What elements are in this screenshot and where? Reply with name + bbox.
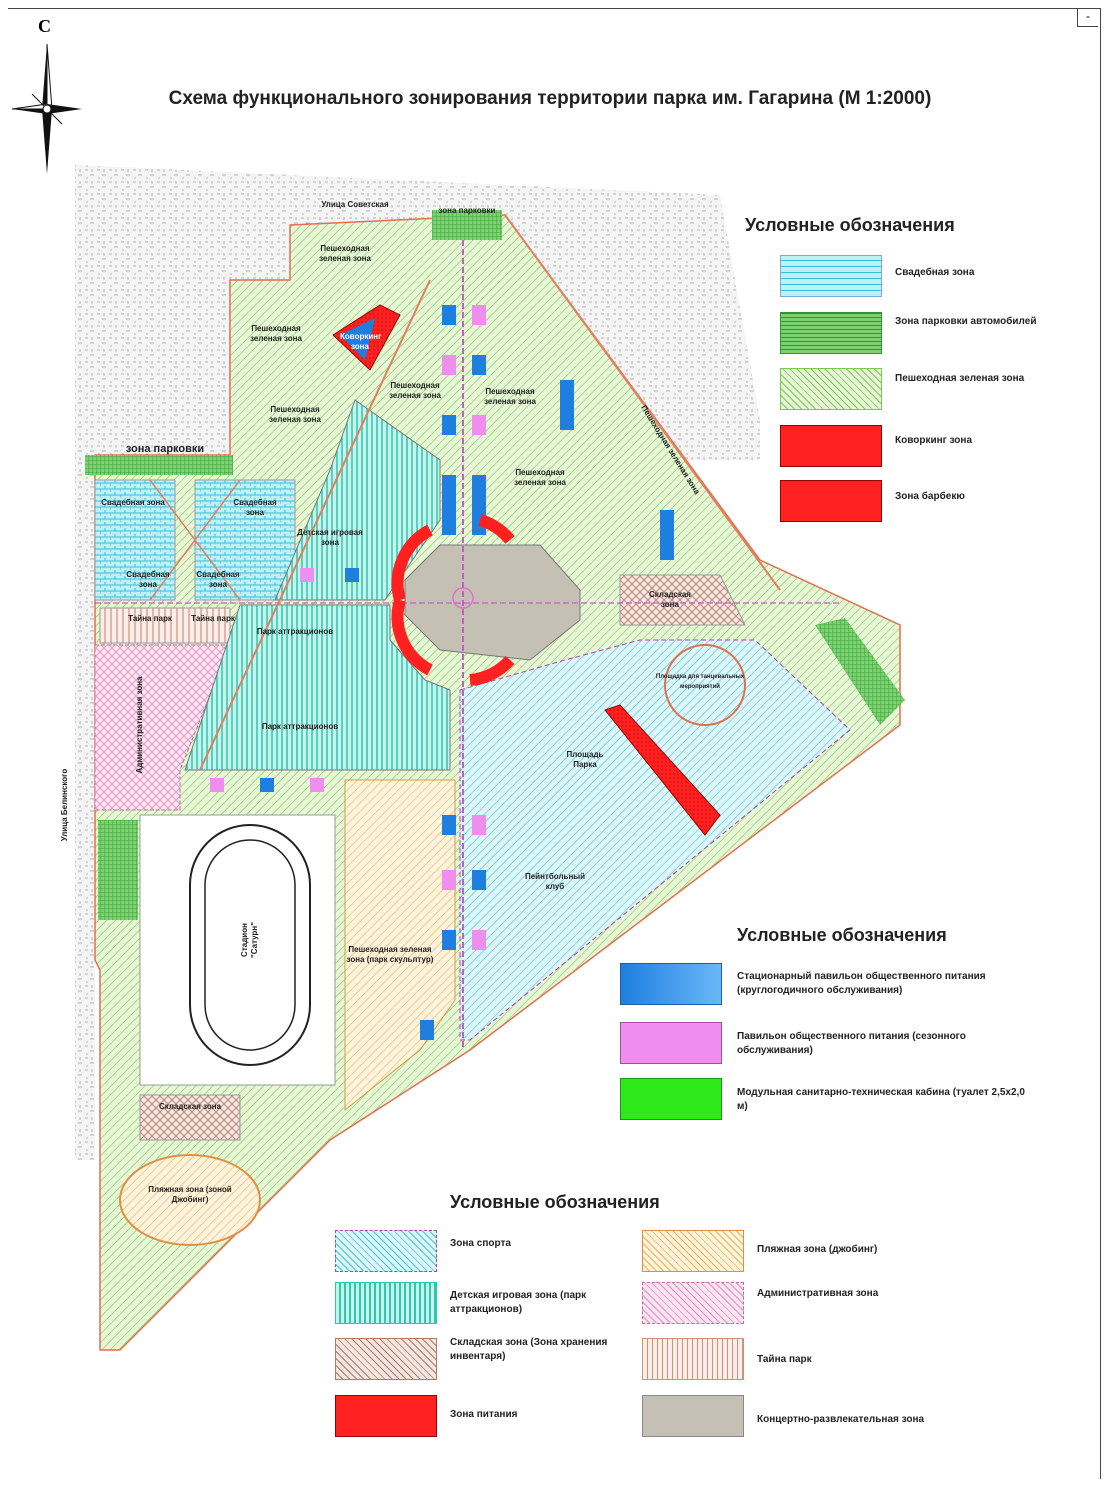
- beach-zone: [119, 1154, 261, 1246]
- label-green-2: Пешеходная зеленая зона: [250, 324, 302, 343]
- legend-swatch-sport: [335, 1230, 437, 1272]
- legend-swatch-bbq: [780, 480, 882, 522]
- kids-zone: [274, 399, 441, 601]
- legend-label-toilet: Модульная санитарно-техническая кабина (…: [737, 1087, 1025, 1112]
- label-wedding-2: Свадебная зона: [233, 498, 277, 517]
- legend-swatch-toilet: [620, 1078, 722, 1120]
- label-green-6: Пешеходная зеленая зона: [514, 468, 566, 487]
- label-secret-2: Тайна парк: [191, 614, 235, 623]
- label-paintball: Пейнтбольный клуб: [524, 872, 586, 891]
- legend-swatch-green: [780, 368, 882, 410]
- legend-label-storage: Складская зона (Зона хранения инвентаря): [450, 1337, 608, 1362]
- label-storage-2: Складская зона: [158, 1102, 222, 1111]
- park-attractions: [184, 604, 451, 771]
- label-coworking: Коворкинг зона: [340, 332, 382, 351]
- legend-label-admin: Административная зона: [757, 1288, 879, 1299]
- north-letter: С: [38, 16, 51, 36]
- legend-label-stationary: Стационарный павильон общественного пита…: [737, 971, 986, 996]
- legend-swatch-coworking: [780, 425, 882, 467]
- label-dance: Площадка для танцевальных мероприятий: [655, 674, 745, 690]
- legend-label-wedding: Свадебная зона: [895, 267, 975, 278]
- label-parking-left: зона парковки: [125, 443, 205, 455]
- legend-swatch-storage: [335, 1338, 437, 1380]
- wedding-zone-a: [94, 479, 176, 601]
- label-street-left: Улица Белинского: [60, 768, 69, 842]
- label-street-top: Улица Советская: [321, 200, 389, 209]
- label-wedding-1: Свадебная зона: [101, 498, 165, 507]
- parking-right: [815, 618, 905, 725]
- pavilions: [210, 305, 674, 1040]
- label-storage: Складская зона: [649, 590, 691, 609]
- parking-left: [85, 455, 233, 475]
- north-arrow-icon: [11, 14, 82, 174]
- legend-label-parking: Зона парковки автомобилей: [895, 316, 1037, 327]
- label-park-attr-1: Парк аттракционов: [256, 627, 334, 636]
- legend-label-sport: Зона спорта: [450, 1238, 511, 1249]
- legend-label-concert: Концертно-развлекательная зона: [757, 1414, 925, 1425]
- legend-label-kids: Детская игровая зона (парк аттракционов): [450, 1290, 587, 1315]
- legend-swatch-admin: [642, 1282, 744, 1324]
- label-kids-zone: Детская игровая зона: [297, 528, 363, 547]
- label-green-1: Пешеходная зеленая зона: [319, 244, 371, 263]
- legend-swatch-kids: [335, 1282, 437, 1324]
- food-zone-stripe: [604, 704, 721, 836]
- legend-label-food: Зона питания: [450, 1409, 518, 1420]
- legend-label-green: Пешеходная зеленая зона: [895, 373, 1025, 384]
- label-secret-1: Тайна парк: [128, 614, 172, 623]
- legend-label-bbq: Зона барбекю: [895, 491, 965, 502]
- parking-bottom-left: [98, 820, 138, 920]
- legend-swatch-stationary: [620, 963, 722, 1005]
- label-green-4: Пешеходная зеленая зона: [389, 381, 441, 400]
- legend-top-title: Условные обозначения: [745, 215, 955, 235]
- legend-swatch-parking: [780, 312, 882, 354]
- legend-swatch-concert: [642, 1395, 744, 1437]
- label-parking-top: зона парковки: [438, 206, 496, 215]
- legend-swatch-secret: [642, 1338, 744, 1380]
- secret-park: [99, 607, 231, 644]
- legend-label-beach: Пляжная зона (джобинг): [757, 1244, 878, 1255]
- parking-top: [432, 210, 502, 240]
- label-park-attr-2: Парк аттракционов: [261, 722, 339, 731]
- storage-zone: [619, 574, 746, 626]
- label-square: Площадь Парка: [566, 750, 604, 769]
- label-wedding-4: Свадебная зона: [196, 570, 240, 589]
- stadium: [139, 814, 336, 1086]
- sheet-border: [8, 8, 1101, 1479]
- sport-zone: [459, 639, 851, 1041]
- label-stadium: Стадион "Сатурн": [240, 921, 259, 959]
- label-sculpt: Пешеходная зеленая зона (парк скульптур): [346, 945, 434, 964]
- label-wedding-3: Свадебная зона: [126, 570, 170, 589]
- storage-bottom: [139, 1094, 241, 1141]
- label-beach: Пляжная зона (зоной Джобинг): [148, 1185, 232, 1204]
- page-title: Схема функционального зонирования террит…: [168, 88, 932, 109]
- legend-label-secret: Тайна парк: [757, 1354, 812, 1365]
- legend-swatch-wedding: [780, 255, 882, 297]
- legend-label-seasonal: Павильон общественного питания (сезонног…: [737, 1031, 966, 1056]
- corner-mark: -: [1077, 8, 1098, 27]
- legend-mid-title: Условные обозначения: [737, 925, 947, 945]
- admin-zone: [94, 644, 231, 811]
- label-green-5: Пешеходная зеленая зона: [484, 387, 536, 406]
- legend-swatch-food: [335, 1395, 437, 1437]
- label-green-3: Пешеходная зеленая зона: [269, 405, 321, 424]
- label-admin: Административная зона: [135, 676, 144, 774]
- legend-bottom-title: Условные обозначения: [450, 1192, 660, 1212]
- legend-swatch-beach: [642, 1230, 744, 1272]
- legend-label-coworking: Коворкинг зона: [895, 435, 973, 446]
- legend-swatch-seasonal: [620, 1022, 722, 1064]
